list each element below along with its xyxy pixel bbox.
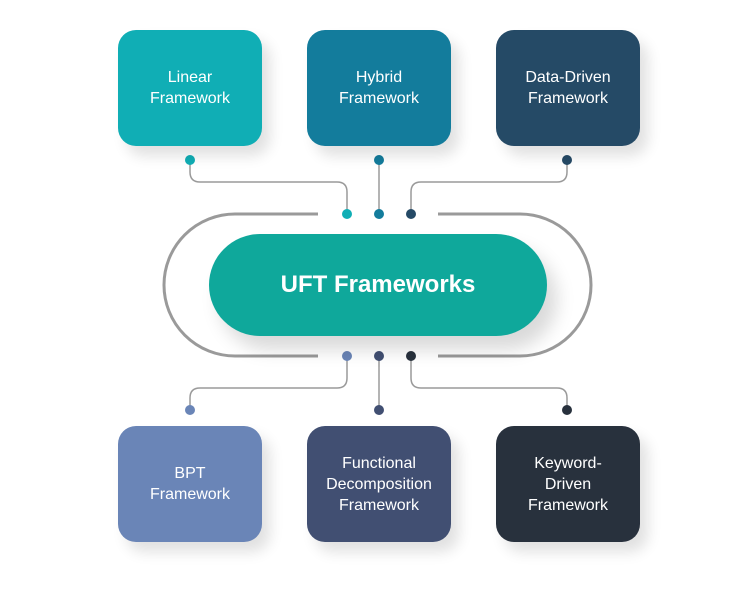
dot-hybrid-outer bbox=[374, 155, 384, 165]
dot-bpt-inner bbox=[342, 351, 352, 361]
node-data-driven-framework: Data-Driven Framework bbox=[496, 30, 640, 146]
node-functional-decomposition-framework: Functional Decomposition Framework bbox=[307, 426, 451, 542]
dot-keyword-inner bbox=[406, 351, 416, 361]
node-bpt-framework: BPT Framework bbox=[118, 426, 262, 542]
dot-linear-inner bbox=[342, 209, 352, 219]
node-label: Keyword- Driven Framework bbox=[527, 454, 608, 514]
center-label: UFT Frameworks bbox=[280, 271, 476, 298]
dot-data-driven-outer bbox=[562, 155, 572, 165]
right-bracket-arc bbox=[438, 212, 593, 358]
connector-keyword bbox=[410, 356, 568, 410]
node-label: Linear Framework bbox=[149, 69, 230, 107]
connector-linear bbox=[189, 160, 348, 214]
dot-data-driven-inner bbox=[406, 209, 416, 219]
dot-keyword-outer bbox=[562, 405, 572, 415]
node-label: Data-Driven Framework bbox=[525, 69, 611, 107]
dot-bpt-outer bbox=[185, 405, 195, 415]
node-label: Functional Decomposition Framework bbox=[326, 454, 432, 514]
node-linear-framework: Linear Framework bbox=[118, 30, 262, 146]
connector-data-driven bbox=[410, 160, 568, 214]
node-hybrid-framework: Hybrid Framework bbox=[307, 30, 451, 146]
dot-linear-outer bbox=[185, 155, 195, 165]
center-node-uft-frameworks: UFT Frameworks bbox=[209, 234, 547, 336]
dot-functional-inner bbox=[374, 351, 384, 361]
node-label: BPT Framework bbox=[149, 465, 230, 503]
connector-bpt bbox=[189, 356, 348, 410]
dot-hybrid-inner bbox=[374, 209, 384, 219]
node-label: Hybrid Framework bbox=[338, 69, 419, 107]
dot-functional-outer bbox=[374, 405, 384, 415]
node-keyword-driven-framework: Keyword- Driven Framework bbox=[496, 426, 640, 542]
left-bracket-arc bbox=[162, 212, 318, 358]
